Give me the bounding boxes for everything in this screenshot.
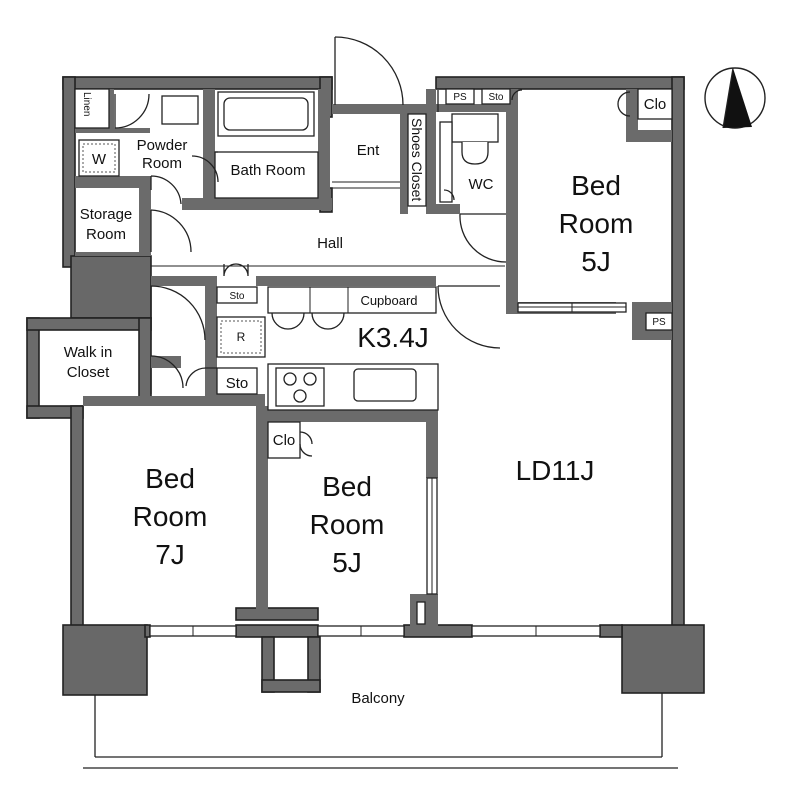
ps-box-top bbox=[445, 88, 475, 105]
ps-label-right: PS bbox=[652, 317, 666, 328]
refrigerator-label: R bbox=[237, 330, 246, 344]
walk-in-closet-label-2: Closet bbox=[67, 364, 110, 381]
closet-ne bbox=[637, 88, 673, 120]
living-dining-label: LD11J bbox=[516, 455, 595, 486]
linen-shelf bbox=[74, 88, 110, 129]
walk-in-closet-label-1: Walk in bbox=[64, 344, 113, 361]
sto-box-top bbox=[481, 88, 511, 105]
cupboard-label: Cupboard bbox=[360, 293, 417, 308]
sto-label-kitchen: Sto bbox=[229, 291, 244, 302]
bedroom-s-label-1: Bed bbox=[322, 471, 372, 502]
hall-label: Hall bbox=[317, 235, 343, 252]
powder-room-label-2: Room bbox=[142, 155, 182, 172]
ps-box-right bbox=[645, 312, 673, 331]
powder-room-label-1: Powder bbox=[137, 137, 188, 154]
north-arrow-icon bbox=[704, 67, 766, 129]
sto-box-lower bbox=[216, 367, 258, 395]
storage-room-label-1: Storage bbox=[80, 206, 133, 223]
kitchen-label: K3.4J bbox=[357, 322, 429, 353]
bathtub-icon bbox=[217, 91, 315, 137]
balcony-label: Balcony bbox=[351, 690, 405, 707]
clo-label-ne: Clo bbox=[644, 96, 667, 113]
sliding-door bbox=[416, 302, 627, 625]
bedroom-ne-label-3: 5J bbox=[581, 246, 611, 277]
shoes-closet bbox=[407, 113, 427, 207]
washer-label: W bbox=[92, 151, 107, 168]
sto-box-kitchen bbox=[216, 286, 258, 304]
closet-s bbox=[267, 421, 301, 459]
bedroom-s-label-2: Room bbox=[310, 509, 385, 540]
gas-burner-icon bbox=[275, 367, 325, 407]
balcony-rail bbox=[83, 693, 678, 769]
sto-label-lower: Sto bbox=[226, 375, 249, 392]
bedroom-ne-label-1: Bed bbox=[571, 170, 621, 201]
linen-label: Linen bbox=[81, 92, 92, 116]
cupboard bbox=[267, 286, 437, 314]
hall-thresholds bbox=[151, 181, 505, 267]
shoes-closet-label: Shoes Closet bbox=[409, 118, 425, 201]
washer-icon bbox=[78, 139, 120, 177]
sto-label-top: Sto bbox=[488, 92, 503, 103]
wc-label: WC bbox=[469, 176, 494, 193]
refrigerator-icon bbox=[216, 316, 266, 358]
storage-room-label-2: Room bbox=[86, 226, 126, 243]
entrance-label: Ent bbox=[357, 142, 380, 159]
ps-label-top: PS bbox=[453, 92, 467, 103]
sink-icon bbox=[161, 95, 199, 125]
bedroom-ne-label-2: Room bbox=[559, 208, 634, 239]
door-swing-icon bbox=[114, 36, 631, 457]
bedroom-s-label-3: 5J bbox=[332, 547, 362, 578]
bath-room-label: Bath Room bbox=[230, 162, 305, 179]
bedroom-sw-label-3: 7J bbox=[155, 539, 185, 570]
bath-inner bbox=[214, 151, 319, 199]
bedroom-sw-label-2: Room bbox=[133, 501, 208, 532]
toilet-icon bbox=[439, 113, 499, 203]
outer-walls bbox=[26, 76, 705, 696]
bedroom-sw-label-1: Bed bbox=[145, 463, 195, 494]
clo-label-s: Clo bbox=[273, 432, 296, 449]
bottom-windows bbox=[149, 625, 601, 637]
